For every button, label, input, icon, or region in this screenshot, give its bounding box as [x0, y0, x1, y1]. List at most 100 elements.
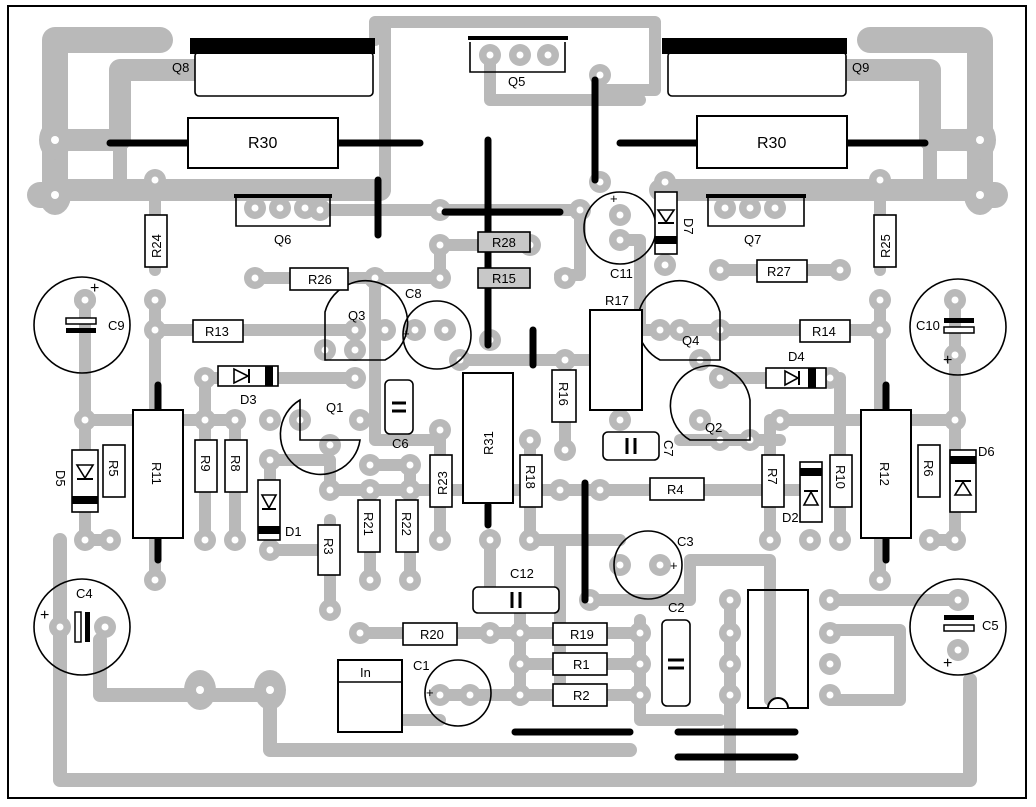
diode-d6: D6: [949, 444, 995, 513]
drill-hole: [561, 274, 569, 282]
drill-hole: [954, 646, 962, 654]
drill-hole: [826, 660, 834, 668]
drill-hole: [616, 561, 624, 569]
drill-hole: [381, 326, 389, 334]
drill-hole: [576, 206, 584, 214]
drill-hole: [406, 486, 414, 494]
svg-text:R27: R27: [767, 264, 791, 279]
transistor-q2: Q2: [669, 364, 751, 441]
resistor-r31: R31: [462, 372, 514, 504]
svg-text:R31: R31: [481, 431, 496, 455]
drill-hole: [81, 296, 89, 304]
capacitor-c9: C9 +: [33, 276, 131, 374]
svg-text:R23: R23: [435, 471, 450, 495]
drill-hole: [436, 274, 444, 282]
resistor-r5: R5: [102, 444, 126, 498]
resistor-r15: R15: [477, 267, 531, 289]
svg-text:Q6: Q6: [274, 232, 291, 247]
drill-hole: [326, 441, 334, 449]
drill-hole: [326, 606, 334, 614]
resistor-r2: R2: [552, 683, 608, 707]
capacitor-c4: C4 +: [33, 578, 131, 676]
svg-text:C1: C1: [413, 658, 430, 673]
drill-hole: [876, 296, 884, 304]
svg-text:R6: R6: [921, 460, 936, 477]
capacitor-c1: C1 +: [413, 658, 492, 727]
svg-text:R5: R5: [106, 460, 121, 477]
svg-text:+: +: [90, 280, 99, 297]
svg-text:C5: C5: [982, 618, 999, 633]
svg-text:R20: R20: [420, 627, 444, 642]
svg-text:R30: R30: [248, 135, 277, 152]
resistor-r1: R1: [552, 652, 608, 676]
diode-d3: D3: [217, 365, 279, 407]
svg-text:R10: R10: [833, 465, 848, 489]
drill-hole: [201, 416, 209, 424]
drill-hole: [561, 446, 569, 454]
drill-hole: [656, 561, 664, 569]
svg-text:Q7: Q7: [744, 232, 761, 247]
svg-text:C2: C2: [668, 600, 685, 615]
drill-hole: [196, 686, 204, 694]
svg-text:R11: R11: [149, 462, 164, 485]
drill-hole: [151, 176, 159, 184]
drill-hole: [876, 576, 884, 584]
svg-text:D7: D7: [681, 218, 696, 235]
svg-text:C4: C4: [76, 586, 93, 601]
svg-text:Q1: Q1: [326, 400, 343, 415]
svg-text:R18: R18: [523, 465, 538, 489]
drill-hole: [976, 191, 984, 199]
drill-hole: [356, 629, 364, 637]
drill-hole: [251, 204, 259, 212]
drill-hole: [876, 176, 884, 184]
drill-hole: [51, 191, 59, 199]
svg-text:R7: R7: [765, 468, 780, 485]
drill-hole: [696, 416, 704, 424]
svg-text:R12: R12: [877, 462, 892, 486]
svg-text:R13: R13: [205, 324, 229, 339]
resistor-r30-left: R30: [187, 117, 339, 169]
svg-text:Q3: Q3: [348, 308, 365, 323]
svg-text:R4: R4: [667, 482, 684, 497]
drill-hole: [486, 536, 494, 544]
drill-hole: [231, 536, 239, 544]
drill-hole: [266, 456, 274, 464]
drill-hole: [951, 351, 959, 359]
svg-text:Q8: Q8: [172, 60, 189, 75]
drill-hole: [636, 629, 644, 637]
svg-text:+: +: [426, 685, 434, 700]
resistor-r6: R6: [917, 444, 941, 498]
svg-text:Q4: Q4: [682, 333, 699, 348]
resistor-r7: R7: [761, 454, 785, 508]
transistor-q8: Q8: [172, 38, 375, 97]
svg-text:C7: C7: [661, 440, 676, 457]
drill-hole: [926, 536, 934, 544]
svg-text:R21: R21: [361, 512, 376, 536]
drill-hole: [406, 461, 414, 469]
svg-text:D2: D2: [782, 510, 799, 525]
svg-text:D6: D6: [978, 444, 995, 459]
svg-text:+: +: [943, 352, 952, 369]
resistor-r24: R24: [144, 214, 168, 268]
drill-hole: [726, 691, 734, 699]
svg-text:C9: C9: [108, 318, 125, 333]
drill-hole: [301, 204, 309, 212]
svg-text:R22: R22: [399, 512, 414, 536]
resistor-r27: R27: [756, 259, 808, 283]
transistor-q5: Q5: [468, 36, 568, 89]
drill-hole: [251, 274, 259, 282]
capacitor-c2: C2: [661, 600, 691, 707]
ic-chip: [747, 589, 809, 709]
capacitor-c7: C7: [602, 431, 676, 461]
drill-hole: [231, 416, 239, 424]
drill-hole: [151, 296, 159, 304]
capacitor-c10: C10 +: [909, 278, 1007, 376]
drill-hole: [716, 374, 724, 382]
drill-hole: [151, 576, 159, 584]
drill-hole: [616, 211, 624, 219]
svg-text:R8: R8: [228, 455, 243, 472]
drill-hole: [316, 206, 324, 214]
diode-d7: D7: [654, 191, 696, 255]
svg-text:D3: D3: [240, 392, 257, 407]
